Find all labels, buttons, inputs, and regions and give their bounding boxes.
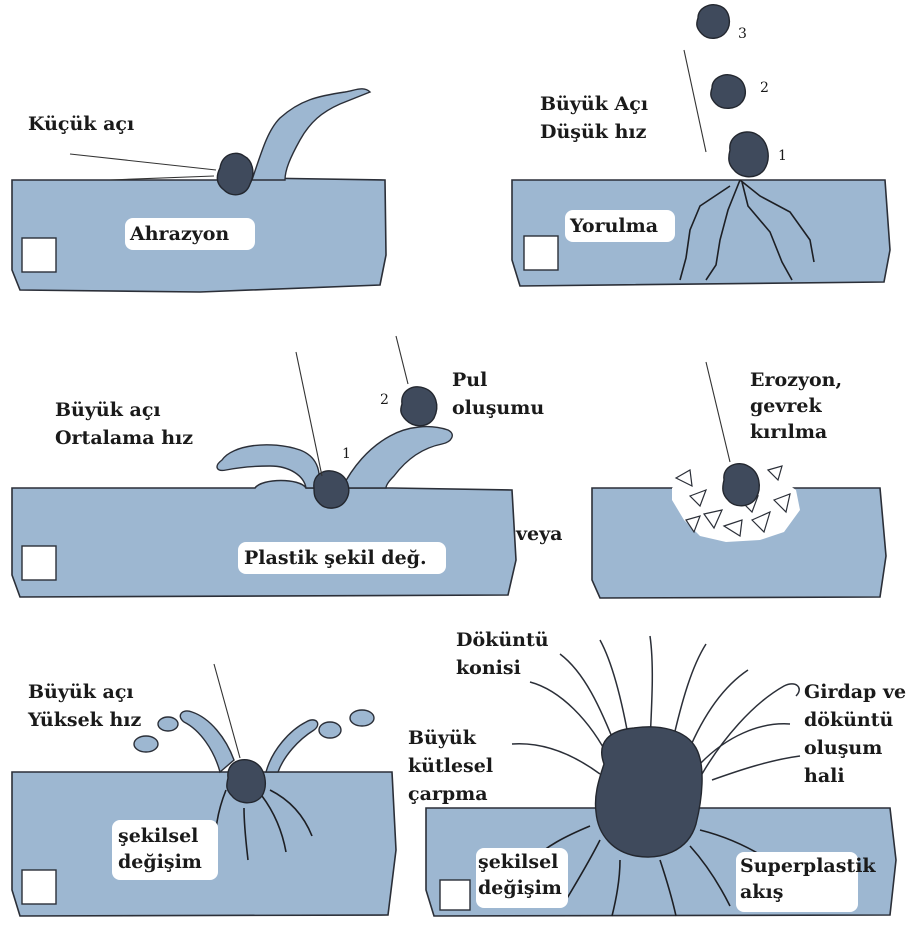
- debris-label-2: konisi: [456, 657, 521, 679]
- right-lip: [342, 427, 452, 488]
- label-1: Erozyon,: [750, 369, 842, 391]
- or-label: veya: [515, 523, 562, 545]
- label-angle-1: Büyük açı: [55, 399, 161, 421]
- panel-mass-impact: Döküntü konisi Girdap ve döküntü oluşum …: [408, 629, 906, 916]
- left-splash: [180, 711, 234, 772]
- square-marker: [22, 238, 56, 272]
- debris-label-1: Döküntü: [456, 629, 549, 651]
- particle: [227, 760, 265, 803]
- seq-1: 1: [778, 148, 787, 164]
- particle: [217, 153, 253, 195]
- mode-label-1: şekilsel: [478, 851, 558, 873]
- seq-3: 3: [738, 26, 747, 42]
- label-mode: Plastik şekil değ.: [244, 547, 427, 569]
- panel-plastic: 1 2 Büyük açı Ortalama hız Pul oluşumu P…: [12, 336, 562, 597]
- panel-brittle: Erozyon, gevrek kırılma: [592, 362, 886, 598]
- seq-2: 2: [760, 80, 769, 96]
- impact-arrow-2: [396, 336, 408, 384]
- vortex-label-4: hali: [804, 765, 845, 787]
- seq-1: 1: [342, 446, 351, 462]
- label-3: kırılma: [750, 421, 827, 443]
- impact-label-1: Büyük: [408, 727, 477, 749]
- label-mode: Ahrazyon: [129, 223, 229, 245]
- impact-arrow: [706, 362, 730, 462]
- particle-2: [711, 75, 745, 109]
- label-2: gevrek: [750, 395, 823, 417]
- impact-arrow: [684, 50, 706, 152]
- square-marker: [440, 880, 470, 910]
- panel-fatigue: 3 2 1 Büyük Açı Düşük hız Yorulma: [512, 5, 890, 286]
- mode-label-2: değişim: [478, 877, 562, 899]
- droplet: [350, 710, 374, 726]
- impact-label-2: kütlesel: [408, 755, 493, 777]
- flake-label-2: oluşumu: [452, 397, 544, 419]
- right-splash: [266, 720, 318, 772]
- label-mode-1: şekilsel: [118, 825, 198, 847]
- impact-arrow: [70, 154, 216, 170]
- label-angle-2: Yüksek hız: [27, 709, 141, 731]
- seq-2: 2: [380, 392, 389, 408]
- label-angle-2: Düşük hız: [540, 121, 647, 143]
- label-angle-1: Büyük Açı: [540, 93, 648, 115]
- material-lip: [252, 89, 370, 180]
- label-mode: Yorulma: [569, 215, 658, 237]
- square-marker: [22, 546, 56, 580]
- flake-label-1: Pul: [452, 369, 487, 391]
- particle-1: [314, 471, 349, 508]
- flow-label-1: Superplastik: [740, 855, 876, 877]
- particle: [723, 464, 759, 506]
- droplet: [158, 717, 178, 731]
- flow-label-2: akış: [740, 881, 783, 903]
- particle-2: [401, 387, 437, 426]
- droplet: [134, 736, 158, 752]
- label-mode-2: değişim: [118, 851, 202, 873]
- impact-label-3: çarpma: [408, 783, 488, 805]
- panel-abrasion: Küçük açı Ahrazyon: [12, 89, 386, 292]
- label-angle: Küçük açı: [28, 113, 134, 135]
- particle-3: [697, 5, 730, 39]
- square-marker: [22, 870, 56, 904]
- vortex-label-2: döküntü: [804, 709, 894, 731]
- droplet: [319, 722, 341, 738]
- vortex-label-3: oluşum: [804, 737, 882, 759]
- panel-high-speed: Büyük açı Yüksek hız şekilsel değişim: [12, 664, 396, 916]
- large-particle: [595, 727, 702, 857]
- vortex-label-1: Girdap ve: [804, 681, 906, 703]
- square-marker: [524, 236, 558, 270]
- label-angle-1: Büyük açı: [28, 681, 134, 703]
- particle-1: [729, 132, 768, 177]
- label-angle-2: Ortalama hız: [55, 427, 193, 449]
- material-block: [12, 481, 516, 598]
